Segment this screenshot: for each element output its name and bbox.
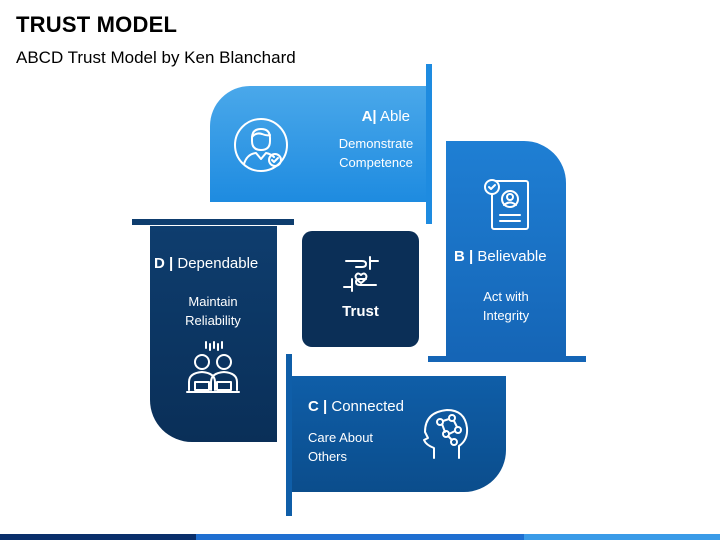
card-b-description: Act with Integrity (482, 289, 530, 323)
footer-segment-light (523, 534, 720, 540)
card-believable: B | Believable Act with Integrity (446, 141, 566, 356)
card-able: A| Able Demonstrate Competence (210, 86, 426, 202)
footer-segment-mid (196, 534, 524, 540)
card-a-heading: A| Able (362, 108, 410, 125)
page-subtitle: ABCD Trust Model by Ken Blanchard (16, 48, 296, 67)
card-connected: C | Connected Care About Others (292, 376, 506, 492)
card-d-heading: D | Dependable (154, 255, 258, 272)
center-trust-label: Trust (342, 303, 379, 320)
card-c-accent-bar (286, 354, 292, 516)
card-dependable: D | Dependable Maintain Reliability (150, 226, 277, 442)
card-b-letter: B | (454, 248, 474, 265)
center-trust-box: Trust (302, 231, 419, 347)
handshake-heart-icon (343, 256, 379, 292)
card-d-description: Maintain Reliability (185, 294, 241, 328)
card-b-heading: B | Believable (454, 248, 547, 265)
card-d-letter: D | (154, 255, 174, 272)
person-check-icon (234, 118, 288, 172)
card-d-accent-bar (132, 219, 294, 225)
card-c-description: Care About Others (308, 430, 374, 464)
team-members-icon (186, 341, 240, 393)
card-c-heading: C | Connected (308, 398, 404, 415)
card-c-letter: C | (308, 398, 328, 415)
card-b-name: Believable (477, 248, 547, 265)
card-a-accent-bar (426, 64, 432, 224)
page-title: TRUST MODEL (16, 12, 178, 37)
card-d-name: Dependable (177, 255, 259, 272)
card-c-name: Connected (331, 398, 404, 415)
footer-segment-dark (0, 534, 197, 540)
card-a-name: Able (379, 108, 410, 125)
profile-document-check-icon (484, 179, 529, 230)
footer-stripe (0, 534, 720, 540)
card-a-description: Demonstrate Competence (338, 136, 414, 170)
card-a-letter: A| (361, 108, 377, 125)
card-b-accent-bar (428, 356, 586, 362)
head-network-icon (423, 409, 469, 459)
